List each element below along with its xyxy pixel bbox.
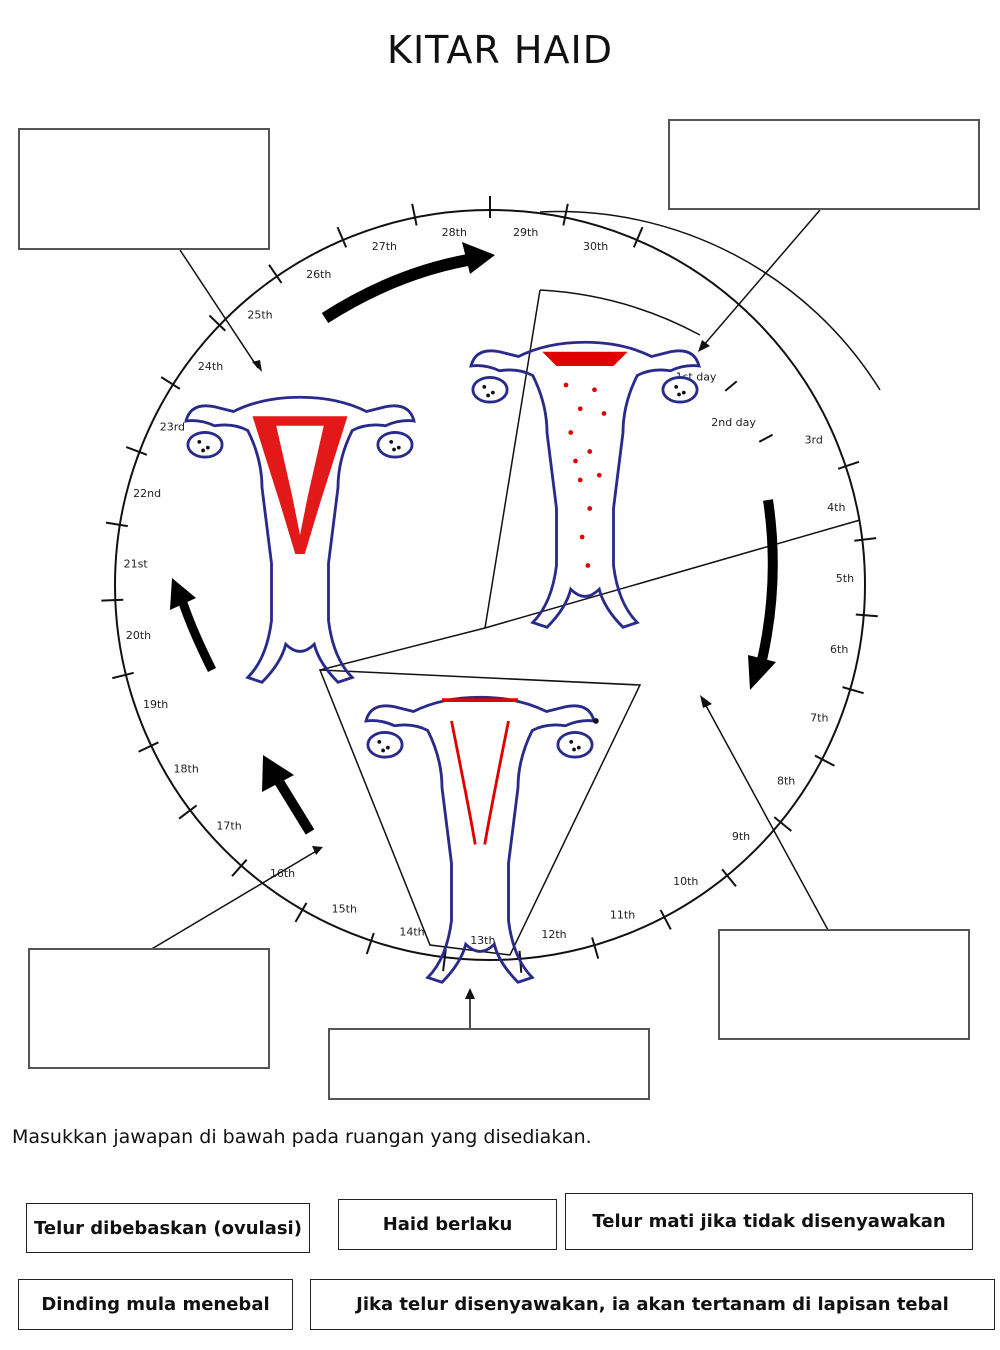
day-label: 14th bbox=[399, 925, 424, 938]
day-tick bbox=[773, 816, 792, 832]
answer-option-egg-dies[interactable]: Telur mati jika tidak disenyawakan bbox=[565, 1193, 973, 1250]
answer-drop-box-4[interactable] bbox=[28, 948, 270, 1069]
page-title: KITAR HAID bbox=[387, 28, 613, 72]
day-tick bbox=[411, 203, 418, 226]
day-tick bbox=[160, 376, 181, 390]
day-label: 3rd bbox=[805, 433, 823, 446]
day-tick bbox=[855, 613, 878, 618]
day-tick bbox=[591, 937, 600, 959]
day-label: 25th bbox=[247, 309, 272, 322]
day-tick bbox=[659, 909, 672, 930]
day-tick bbox=[842, 686, 864, 695]
day-label: 9th bbox=[732, 830, 750, 843]
day-label: 16th bbox=[270, 867, 295, 880]
day-tick bbox=[854, 537, 877, 542]
day-tick bbox=[178, 804, 198, 820]
day-tick bbox=[125, 446, 148, 456]
day-label: 5th bbox=[836, 572, 854, 585]
uterus-menstruation bbox=[469, 340, 701, 629]
day-label: 10th bbox=[673, 875, 698, 888]
answer-drop-box-1[interactable] bbox=[18, 128, 270, 250]
day-tick bbox=[721, 868, 737, 887]
answer-drop-box-3[interactable] bbox=[718, 929, 970, 1040]
day-label: 20th bbox=[126, 629, 151, 642]
answer-option-implantation[interactable]: Jika telur disenyawakan, ia akan tertana… bbox=[310, 1279, 995, 1330]
day-label: 15th bbox=[332, 903, 357, 916]
day-label: 17th bbox=[216, 820, 241, 833]
day-label: 19th bbox=[143, 698, 168, 711]
day-tick bbox=[294, 902, 308, 923]
day-tick bbox=[231, 859, 248, 877]
instruction-text: Masukkan jawapan di bawah pada ruangan y… bbox=[12, 1126, 592, 1148]
day-label: 28th bbox=[442, 226, 467, 239]
day-tick bbox=[562, 203, 569, 226]
day-tick bbox=[632, 226, 644, 248]
day-label: 30th bbox=[583, 240, 608, 253]
day-tick bbox=[837, 460, 860, 470]
day-label: 29th bbox=[513, 226, 538, 239]
answer-option-menstruation[interactable]: Haid berlaku bbox=[338, 1199, 557, 1250]
day-tick bbox=[268, 264, 283, 284]
day-label: 22nd bbox=[133, 487, 161, 500]
day-tick bbox=[336, 226, 348, 248]
day-tick bbox=[442, 949, 447, 972]
answer-drop-box-2[interactable] bbox=[668, 119, 980, 210]
day-label: 4th bbox=[827, 501, 845, 514]
day-label: 8th bbox=[777, 775, 795, 788]
day-tick bbox=[208, 314, 227, 332]
day-tick bbox=[105, 521, 128, 528]
day-label: 7th bbox=[810, 712, 828, 725]
day-label: 23rd bbox=[160, 420, 185, 433]
day-label: 24th bbox=[198, 360, 223, 373]
day-label: 11th bbox=[610, 908, 635, 921]
day-label: 2nd day bbox=[711, 416, 756, 429]
uterus-ovulation bbox=[364, 695, 599, 984]
answer-option-ovulation[interactable]: Telur dibebaskan (ovulasi) bbox=[26, 1203, 310, 1253]
uterus-thick-lining bbox=[184, 395, 416, 684]
day-label: 27th bbox=[372, 240, 397, 253]
day-label: 21st bbox=[124, 558, 149, 571]
day-tick bbox=[365, 932, 375, 955]
answer-option-wall-thickens[interactable]: Dinding mula menebal bbox=[18, 1279, 293, 1330]
day-tick bbox=[758, 433, 774, 443]
day-label: 26th bbox=[306, 268, 331, 281]
day-label: 18th bbox=[174, 763, 199, 776]
day-tick bbox=[112, 671, 134, 680]
day-label: 12th bbox=[541, 928, 566, 941]
day-label: 13th bbox=[470, 934, 495, 947]
answer-drop-box-5[interactable] bbox=[328, 1028, 650, 1100]
day-tick bbox=[814, 754, 835, 767]
day-tick bbox=[724, 380, 738, 392]
day-tick bbox=[101, 598, 124, 602]
day-tick bbox=[138, 741, 159, 753]
day-label: 6th bbox=[830, 643, 848, 656]
